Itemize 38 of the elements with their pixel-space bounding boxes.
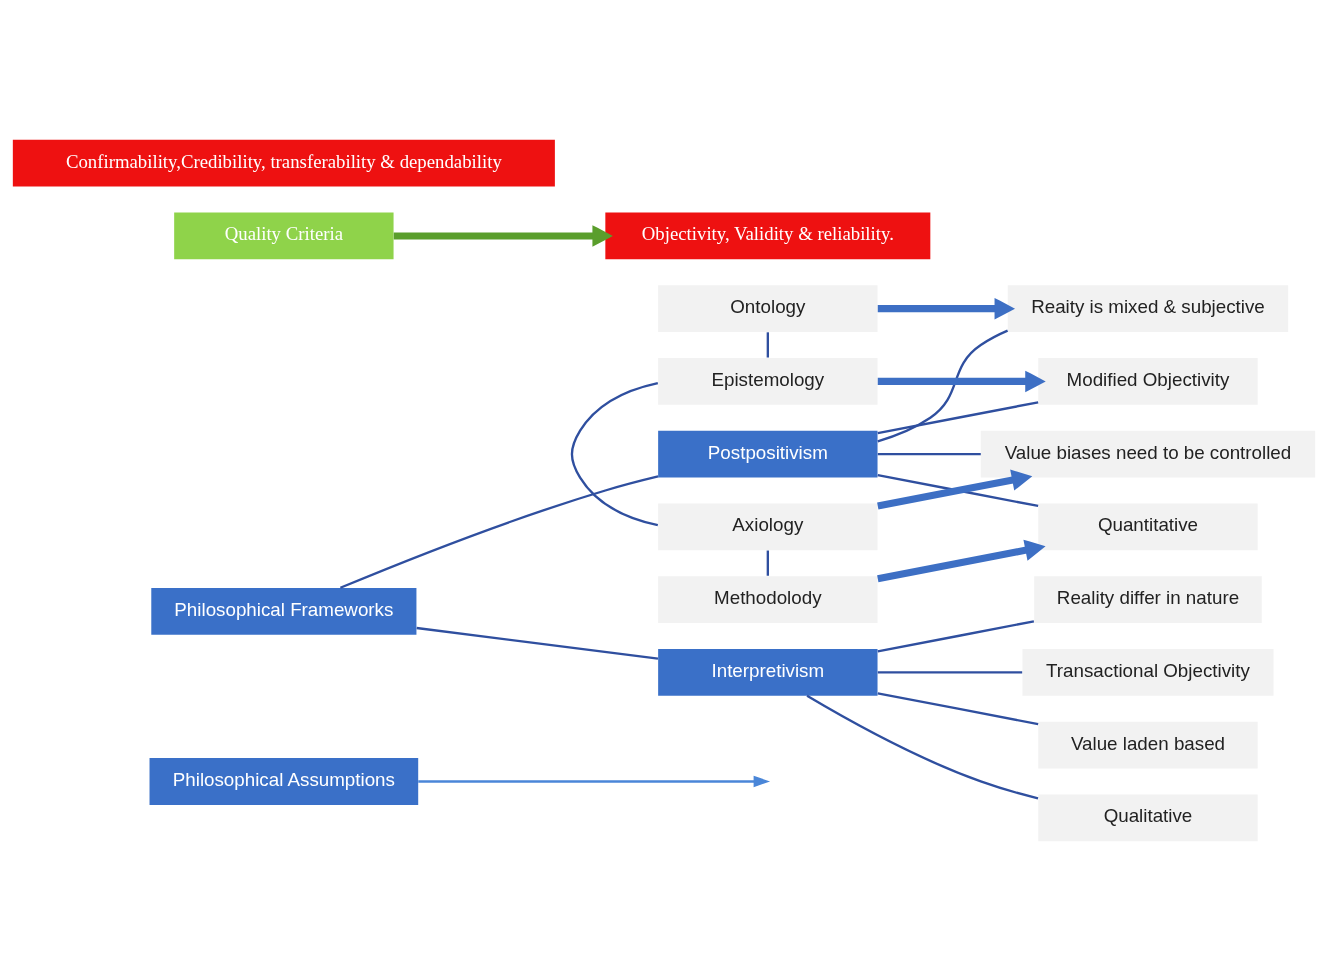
node-box: Confirmability,Credibility, transferability & dependability — [12, 139, 555, 187]
node-box: Modified Objectivity — [1038, 357, 1258, 405]
arrow — [877, 539, 1046, 582]
connector — [339, 474, 659, 589]
connector — [806, 694, 1039, 799]
node-box: Ontology — [658, 284, 878, 332]
node-box: Philosophical Assumptions — [149, 757, 419, 805]
node-box: Epistemology — [658, 357, 878, 405]
connector — [877, 691, 1039, 725]
arrow — [877, 469, 1033, 509]
arrow — [877, 297, 1016, 319]
arrow — [393, 224, 613, 247]
connector — [766, 550, 769, 576]
node-box: Interpretivism — [658, 648, 878, 696]
connector — [416, 626, 659, 660]
node-box: Reality differ in nature — [1034, 575, 1262, 623]
arrow — [877, 370, 1046, 392]
arrow — [418, 775, 771, 787]
connector — [877, 670, 1023, 674]
node-box: Value laden based — [1038, 721, 1258, 769]
node-box: Postpositivism — [658, 430, 878, 478]
connector — [766, 331, 769, 357]
node-box: Qualitative — [1038, 793, 1258, 841]
node-box: Quality Criteria — [174, 211, 394, 259]
node-box: Value biases need to be controlled — [980, 430, 1316, 478]
connector — [570, 381, 659, 526]
connector — [877, 329, 1009, 442]
connector — [877, 473, 1039, 507]
node-box: Quantitative — [1038, 502, 1258, 550]
connector — [877, 452, 981, 455]
node-box: Transactional Objectivity — [1022, 648, 1274, 696]
node-box: Axiology — [658, 502, 878, 550]
node-box: Objectivity, Validity & reliability. — [605, 211, 931, 259]
node-box: Reaity is mixed & subjective — [1007, 284, 1289, 332]
connector — [877, 619, 1035, 653]
connector — [877, 400, 1039, 434]
node-box: Methodolody — [658, 575, 878, 623]
node-box: Philosophical Frameworks — [151, 587, 417, 635]
